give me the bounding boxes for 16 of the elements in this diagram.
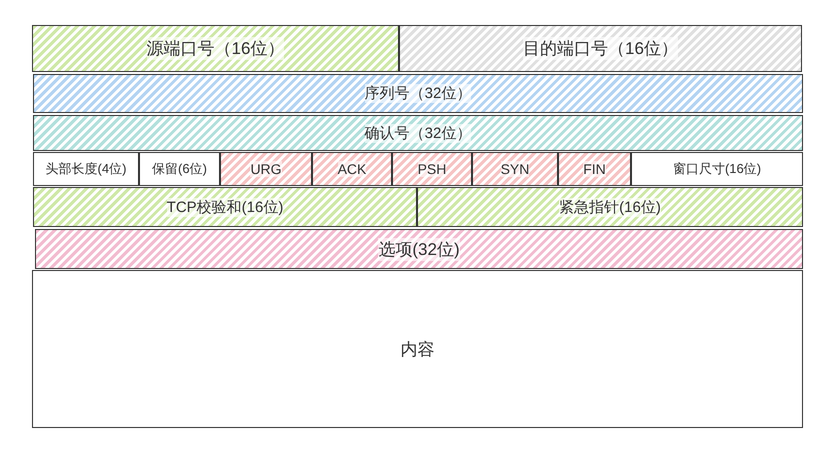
window-size-field: 窗口尺寸(16位) — [631, 152, 803, 186]
flag-field: FIN — [558, 152, 631, 186]
flag-field: URG — [220, 152, 312, 186]
data-field: 内容 — [32, 270, 803, 428]
checksum-field: TCP校验和(16位) — [33, 187, 417, 227]
header-length-field: 头部长度(4位) — [33, 152, 139, 186]
reserved-field: 保留(6位) — [139, 152, 220, 186]
port-field: 源端口号（16位） — [32, 25, 399, 72]
sequence-field: 序列号（32位） — [33, 74, 803, 113]
flag-field: PSH — [392, 152, 472, 186]
flag-field: ACK — [312, 152, 392, 186]
port-field: 目的端口号（16位） — [399, 25, 802, 72]
urgent-pointer-field: 紧急指针(16位) — [417, 187, 803, 227]
options-field: 选项(32位) — [35, 229, 803, 269]
flag-field: SYN — [472, 152, 558, 186]
ack-number-field: 确认号（32位） — [33, 115, 803, 151]
